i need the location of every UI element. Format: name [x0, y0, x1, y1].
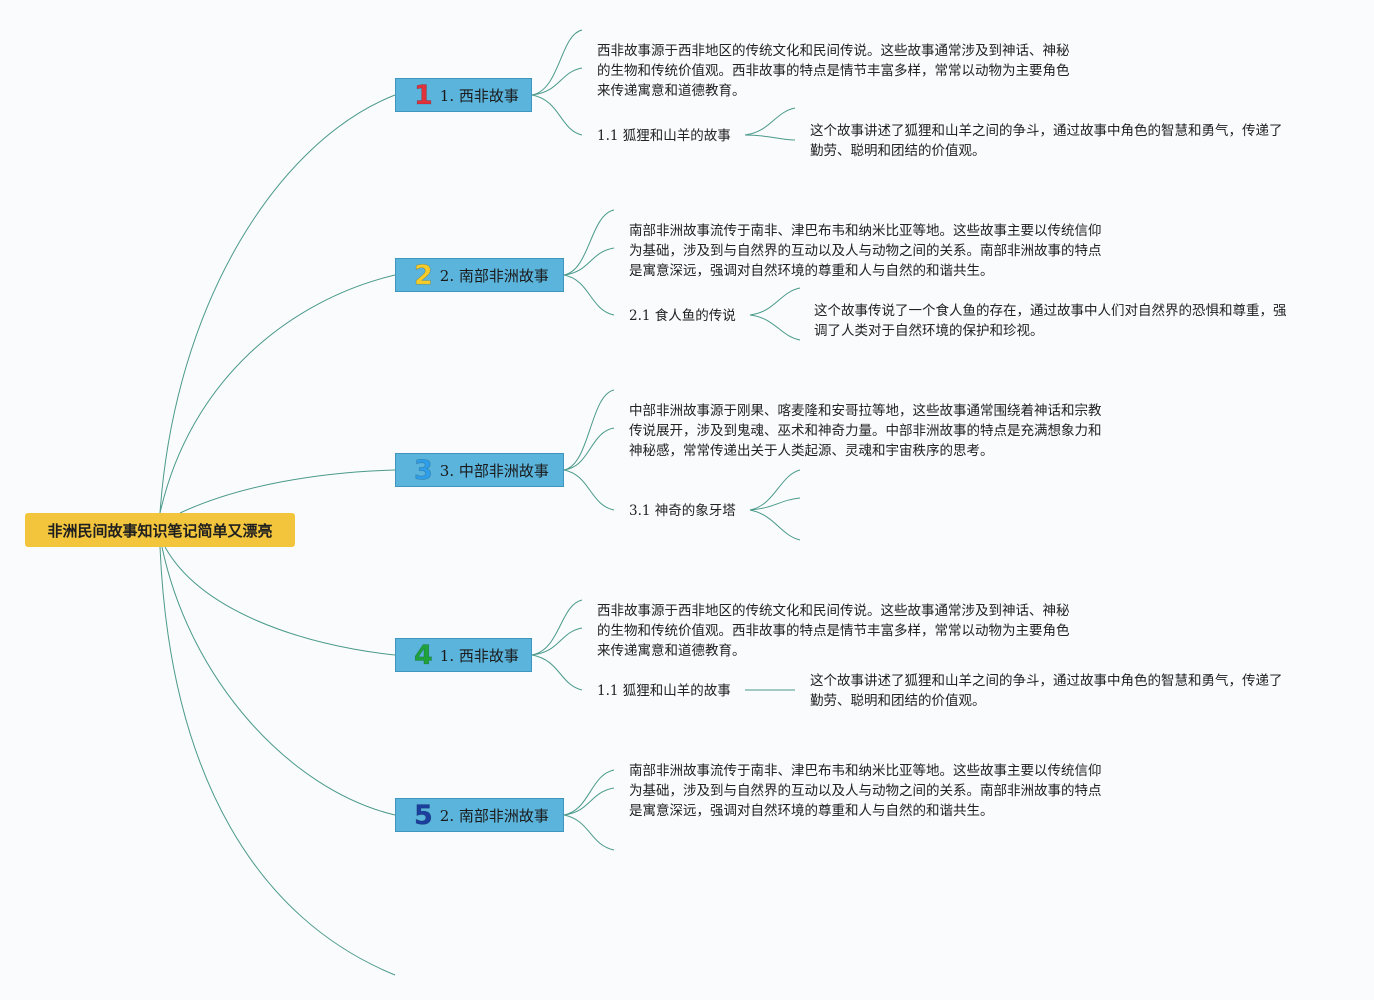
- branch-label-4: 1. 西非故事: [439, 646, 519, 665]
- description-line: 这个故事讲述了狐狸和山羊之间的争斗，通过故事中角色的智慧和勇气，传递了: [810, 123, 1283, 139]
- subtopic-label-2[interactable]: 2.1 食人鱼的传说: [629, 308, 736, 324]
- branch-label-3: 3. 中部非洲故事: [439, 461, 549, 480]
- description-line: 南部非洲故事流传于南非、津巴布韦和纳米比亚等地。这些故事主要以传统信仰: [629, 763, 1102, 779]
- description-line: 这个故事讲述了狐狸和山羊之间的争斗，通过故事中角色的智慧和勇气，传递了: [810, 673, 1283, 689]
- number-badge-3: 3: [414, 454, 433, 486]
- description-line: 南部非洲故事流传于南非、津巴布韦和纳米比亚等地。这些故事主要以传统信仰: [629, 223, 1102, 239]
- number-badge-2: 2: [414, 259, 433, 291]
- curve-root-branch-2: [159, 274, 396, 514]
- branch-label-5: 2. 南部非洲故事: [439, 806, 549, 825]
- description-line: 神秘感，常常传递出关于人类起源、灵魂和宇宙秩序的思考。: [629, 443, 994, 459]
- branch-3-connectors: [563, 389, 801, 541]
- branch-topic-4[interactable]: 4 1. 西非故事: [395, 638, 532, 672]
- curve-root-branch-5: [161, 546, 396, 816]
- description-line: 的生物和传统价值观。西非故事的特点是情节丰富多样，常常以动物为主要角色: [597, 63, 1070, 79]
- branch-description-2: 南部非洲故事流传于南非、津巴布韦和纳米比亚等地。这些故事主要以传统信仰 为基础，…: [629, 221, 1102, 281]
- root-to-branch-curves: [159, 94, 396, 976]
- branch-description-3: 中部非洲故事源于刚果、喀麦隆和安哥拉等地，这些故事通常围绕着神话和宗教 传说展开…: [629, 401, 1102, 461]
- subtopic-description-4: 这个故事讲述了狐狸和山羊之间的争斗，通过故事中角色的智慧和勇气，传递了 勤劳、聪…: [810, 671, 1283, 711]
- number-badge-1: 1: [414, 79, 433, 111]
- branch-description-4: 西非故事源于西非地区的传统文化和民间传说。这些故事通常涉及到神话、神秘 的生物和…: [597, 601, 1070, 661]
- description-line: 中部非洲故事源于刚果、喀麦隆和安哥拉等地，这些故事通常围绕着神话和宗教: [629, 403, 1102, 419]
- description-line: 西非故事源于西非地区的传统文化和民间传说。这些故事通常涉及到神话、神秘: [597, 43, 1070, 59]
- description-line: 是寓意深远，强调对自然环境的尊重和人与自然的和谐共生。: [629, 803, 994, 819]
- description-line: 西非故事源于西非地区的传统文化和民间传说。这些故事通常涉及到神话、神秘: [597, 603, 1070, 619]
- branch-description-5: 南部非洲故事流传于南非、津巴布韦和纳米比亚等地。这些故事主要以传统信仰 为基础，…: [629, 761, 1102, 821]
- description-line: 为基础，涉及到与自然界的互动以及人与动物之间的关系。南部非洲故事的特点: [629, 243, 1102, 259]
- curve-root-branch-1: [159, 94, 396, 514]
- description-line: 勤劳、聪明和团结的价值观。: [810, 143, 986, 159]
- branch-topic-3[interactable]: 3 3. 中部非洲故事: [395, 453, 564, 487]
- curve-root-branch-4: [164, 546, 396, 656]
- branch-topic-2[interactable]: 2 2. 南部非洲故事: [395, 258, 564, 292]
- curve-root-branch-3: [179, 469, 396, 514]
- description-line: 来传递寓意和道德教育。: [597, 83, 746, 99]
- curve-root-extra: [159, 546, 396, 976]
- description-line: 是寓意深远，强调对自然环境的尊重和人与自然的和谐共生。: [629, 263, 994, 279]
- subtopic-description-1: 这个故事讲述了狐狸和山羊之间的争斗，通过故事中角色的智慧和勇气，传递了 勤劳、聪…: [810, 121, 1283, 161]
- branch-topic-1[interactable]: 1 1. 西非故事: [395, 78, 532, 112]
- subtopic-description-2: 这个故事传说了一个食人鱼的存在，通过故事中人们对自然界的恐惧和尊重，强 调了人类…: [814, 301, 1287, 341]
- branch-2-connectors: [563, 209, 801, 341]
- subtopic-label-4[interactable]: 1.1 狐狸和山羊的故事: [597, 683, 731, 699]
- branch-4-connectors: [531, 599, 795, 691]
- branch-5-connectors: [563, 769, 615, 851]
- description-line: 勤劳、聪明和团结的价值观。: [810, 693, 986, 709]
- branch-topic-5[interactable]: 5 2. 南部非洲故事: [395, 798, 564, 832]
- description-line: 调了人类对于自然环境的保护和珍视。: [814, 323, 1044, 339]
- description-line: 的生物和传统价值观。西非故事的特点是情节丰富多样，常常以动物为主要角色: [597, 623, 1070, 639]
- description-line: 来传递寓意和道德教育。: [597, 643, 746, 659]
- description-line: 为基础，涉及到与自然界的互动以及人与动物之间的关系。南部非洲故事的特点: [629, 783, 1102, 799]
- subtopic-label-1[interactable]: 1.1 狐狸和山羊的故事: [597, 128, 731, 144]
- number-badge-4: 4: [414, 639, 433, 671]
- branch-label-2: 2. 南部非洲故事: [439, 266, 549, 285]
- number-badge-5: 5: [414, 799, 433, 831]
- branch-label-1: 1. 西非故事: [439, 86, 519, 105]
- branch-1-connectors: [531, 29, 796, 141]
- description-line: 传说展开，涉及到鬼魂、巫术和神奇力量。中部非洲故事的特点是充满想象力和: [629, 423, 1102, 439]
- branch-description-1: 西非故事源于西非地区的传统文化和民间传说。这些故事通常涉及到神话、神秘 的生物和…: [597, 41, 1070, 101]
- description-line: 这个故事传说了一个食人鱼的存在，通过故事中人们对自然界的恐惧和尊重，强: [814, 303, 1287, 319]
- subtopic-label-3[interactable]: 3.1 神奇的象牙塔: [629, 503, 736, 519]
- root-topic[interactable]: 非洲民间故事知识笔记简单又漂亮: [25, 513, 295, 547]
